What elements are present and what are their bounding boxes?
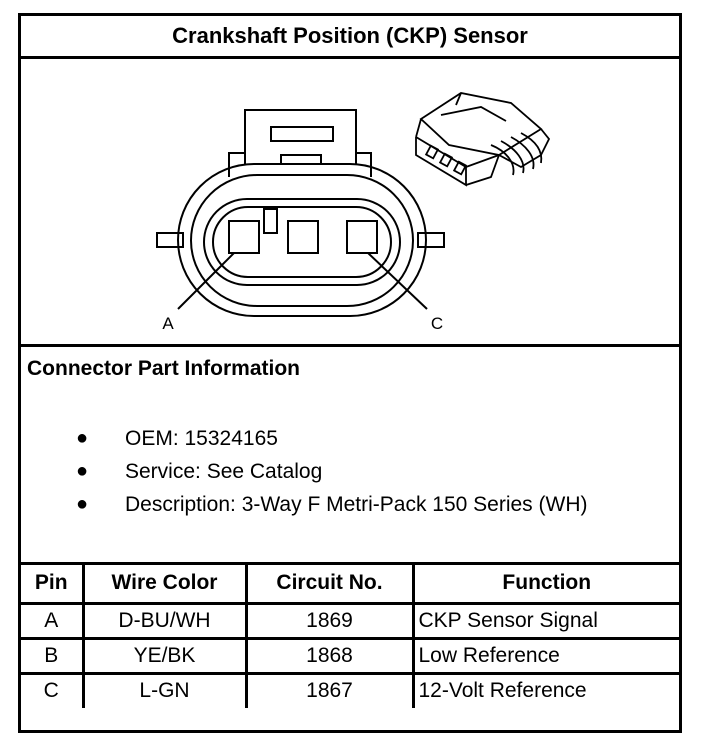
cell-wire-color: D-BU/WH: [81, 601, 248, 640]
pinout-table: Pin Wire Color Circuit No. Function A D-…: [21, 565, 679, 708]
cell-pin: B: [21, 636, 85, 675]
connector-lock-window: [270, 126, 334, 142]
table-row: C L-GN 1867 12-Volt Reference: [21, 671, 679, 708]
info-item-oem: OEM: 15324165: [125, 427, 278, 450]
table-row: B YE/BK 1868 Low Reference: [21, 636, 679, 675]
cell-circuit-no: 1868: [244, 636, 415, 675]
cell-pin: A: [21, 601, 85, 640]
info-heading: Connector Part Information: [27, 357, 301, 380]
pin-label-c: C: [431, 314, 443, 333]
connector-part-info: Connector Part Information ● OEM: 153241…: [21, 347, 679, 565]
info-item-description: Description: 3-Way F Metri-Pack 150 Seri…: [125, 493, 588, 516]
cavity-b: [287, 220, 319, 254]
info-item-service: Service: See Catalog: [125, 460, 323, 483]
connector-key: [263, 208, 278, 234]
header-function: Function: [411, 565, 679, 605]
cell-circuit-no: 1867: [244, 671, 415, 708]
connector-outer-shell: [177, 163, 427, 317]
pin-a-leader: [177, 252, 235, 310]
cell-wire-color: YE/BK: [81, 636, 248, 675]
cell-function: Low Reference: [411, 636, 679, 675]
bullet-icon: ●: [76, 460, 89, 482]
connector-right-ear: [417, 232, 445, 248]
cell-circuit-no: 1869: [244, 601, 415, 640]
cell-pin: C: [21, 671, 85, 708]
cell-wire-color: L-GN: [81, 671, 248, 708]
header-pin: Pin: [21, 565, 85, 605]
cavity-c: [346, 220, 378, 254]
table-row: A D-BU/WH 1869 CKP Sensor Signal: [21, 601, 679, 640]
cell-function: CKP Sensor Signal: [411, 601, 679, 640]
connector-iso-view: [415, 92, 551, 187]
connector-drawing: A C: [156, 92, 551, 333]
header-circuit-no: Circuit No.: [244, 565, 415, 605]
connector-lock-tab: [244, 109, 357, 164]
header-wire-color: Wire Color: [81, 565, 248, 605]
bullet-icon: ●: [76, 427, 89, 449]
page-title: Crankshaft Position (CKP) Sensor: [21, 16, 679, 59]
table-header-row: Pin Wire Color Circuit No. Function: [21, 565, 679, 605]
cell-function: 12-Volt Reference: [411, 671, 679, 708]
connector-sheet: Crankshaft Position (CKP) Sensor: [18, 13, 682, 733]
cavity-a: [228, 220, 260, 254]
connector-left-ear: [156, 232, 184, 248]
pin-c-leader: [367, 252, 428, 310]
pin-label-a: A: [162, 314, 174, 333]
bullet-icon: ●: [76, 493, 89, 515]
connector-figure: A C: [21, 59, 679, 347]
